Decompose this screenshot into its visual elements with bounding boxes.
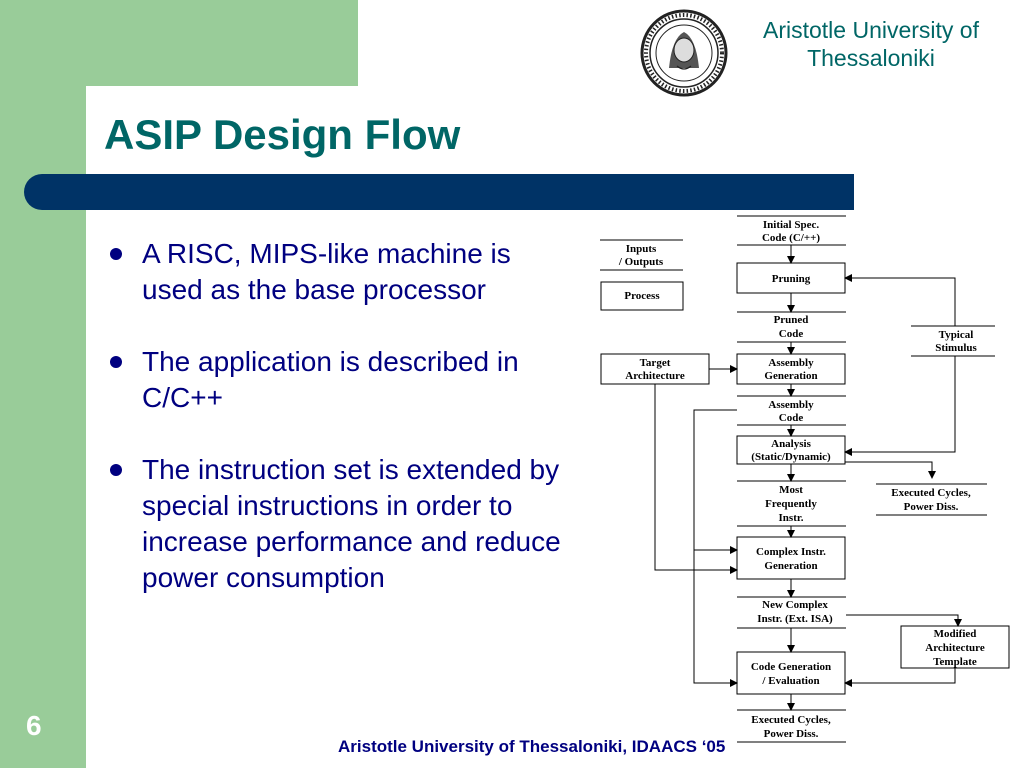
legend-io-label: Inputs [626,243,657,255]
most-frequent-label: Frequently [765,498,817,510]
initial-spec-label: Initial Spec. [763,219,819,231]
analysis-label: Analysis [771,438,811,450]
bullet-dot-icon [110,464,122,476]
executed-cycles-label: Executed Cycles, [751,714,831,726]
analysis-label: (Static/Dynamic) [751,451,831,463]
modified-architecture-label: Architecture [925,642,985,654]
bullet-item: The application is described in C/C++ [104,344,574,416]
initial-spec-label: Code (C/++) [762,232,820,244]
university-seal-icon [640,9,728,97]
left-green-band [0,0,86,768]
top-green-band [0,0,358,86]
title-underline-bar [24,174,854,210]
typical-stimulus-label: Stimulus [935,342,977,354]
bullet-item: The instruction set is extended by speci… [104,452,574,596]
most-frequent-label: Most [779,484,803,496]
executed-cycles-label: Power Diss. [904,501,959,513]
most-frequent-label: Instr. [779,512,804,524]
modified-architecture-label: Template [933,656,977,668]
bullet-list: A RISC, MIPS-like machine is used as the… [104,236,574,596]
design-flow-diagram: Inputs / Outputs Process Initial Spec. C… [600,215,1010,743]
assembly-code-label: Assembly [768,399,814,411]
code-generation-label: / Evaluation [761,675,819,687]
footer-text: Aristotle University of Thessaloniki, ID… [338,737,726,756]
new-complex-instr-label: Instr. (Ext. ISA) [757,613,833,625]
bullet-item: A RISC, MIPS-like machine is used as the… [104,236,574,308]
bullet-dot-icon [110,356,122,368]
target-architecture-label: Target [640,357,671,369]
typical-stimulus-label: Typical [939,329,974,341]
pruning-label: Pruning [772,273,811,285]
executed-cycles-label: Power Diss. [764,728,819,740]
bullet-text: A RISC, MIPS-like machine is used as the… [142,238,511,305]
modified-architecture-label: Modified [934,628,977,640]
university-line-1: Aristotle University of [762,17,979,43]
complex-instr-generation-label: Generation [764,560,817,572]
legend-process-label: Process [624,290,660,302]
executed-cycles-label: Executed Cycles, [891,487,971,499]
pruned-code-label: Code [779,328,804,340]
legend-io-label: / Outputs [618,256,664,268]
code-generation-label: Code Generation [751,661,831,673]
bullet-text: The application is described in C/C++ [142,346,519,413]
assembly-code-label: Code [779,412,804,424]
assembly-generation-label: Generation [764,370,817,382]
slide-number: 6 [26,710,42,741]
complex-instr-generation-label: Complex Instr. [756,546,826,558]
slide-title: ASIP Design Flow [104,111,461,158]
pruned-code-label: Pruned [774,314,809,326]
bullet-text: The instruction set is extended by speci… [142,454,561,593]
university-name: Aristotle University of Thessaloniki [740,16,1002,72]
target-architecture-label: Architecture [625,370,685,382]
bullet-dot-icon [110,248,122,260]
assembly-generation-label: Assembly [768,357,814,369]
university-line-2: Thessaloniki [807,45,935,71]
new-complex-instr-label: New Complex [762,599,828,611]
